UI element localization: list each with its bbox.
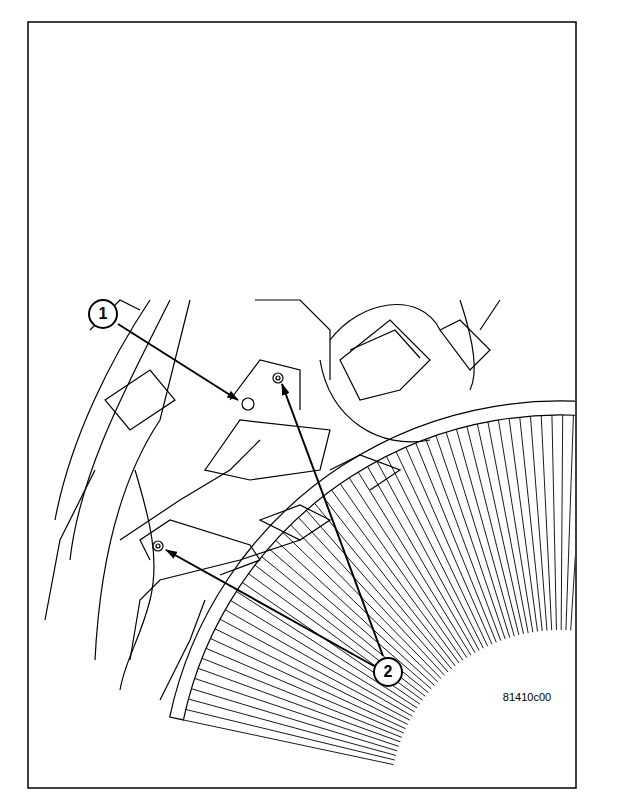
fan-shroud — [170, 401, 575, 765]
bolt — [153, 541, 163, 551]
shroud-rib — [188, 699, 395, 755]
shroud-rib — [202, 658, 402, 737]
shroud-rib — [332, 490, 460, 663]
shroud-rib — [225, 610, 412, 716]
shroud-rib — [195, 678, 399, 746]
shroud-rib — [191, 689, 397, 751]
shroud-rib — [446, 432, 510, 637]
relay-box — [340, 320, 430, 400]
shroud-rib — [306, 510, 448, 672]
shroud-rib — [206, 648, 404, 733]
shroud-rib — [255, 565, 425, 696]
shroud-rib — [276, 540, 435, 685]
shroud-rib — [541, 415, 552, 630]
body-panel — [55, 300, 150, 520]
leader-arrow — [282, 384, 383, 656]
shroud-rib — [358, 472, 471, 655]
shroud-rib — [249, 574, 423, 700]
shroud-rib — [416, 443, 497, 642]
shroud-rib — [211, 639, 406, 729]
callout-number: 2 — [373, 657, 403, 687]
shroud-rib — [291, 525, 441, 679]
shroud-rim — [170, 401, 575, 720]
shroud-rib — [467, 426, 519, 635]
shroud-rib — [349, 478, 467, 658]
shroud-rib — [236, 591, 417, 707]
callout-number: 1 — [88, 299, 118, 329]
shroud-rib — [298, 518, 444, 676]
frame — [28, 22, 576, 788]
figure-code: 81410c00 — [501, 691, 553, 703]
leader-arrow — [118, 324, 238, 400]
shroud-rib — [530, 416, 546, 630]
shroud-rib — [571, 416, 575, 631]
shroud-rib — [262, 557, 429, 693]
leader-arrow — [166, 550, 374, 666]
shroud-rib — [488, 422, 528, 633]
locating-hole — [242, 398, 254, 410]
bolt — [273, 373, 283, 383]
shroud-rib — [220, 619, 410, 720]
shroud-rib — [426, 439, 501, 641]
shroud-rib — [242, 582, 419, 703]
shroud-rib — [498, 420, 532, 632]
shroud-rib — [396, 452, 488, 647]
shroud-rib — [552, 415, 557, 630]
shroud-rib — [477, 424, 523, 634]
bracket — [205, 420, 330, 480]
shroud-rib — [386, 456, 483, 648]
leader-arrows — [118, 324, 383, 666]
engine-bay — [45, 300, 575, 765]
shroud-rib — [561, 415, 563, 630]
shroud-rib — [368, 467, 476, 653]
